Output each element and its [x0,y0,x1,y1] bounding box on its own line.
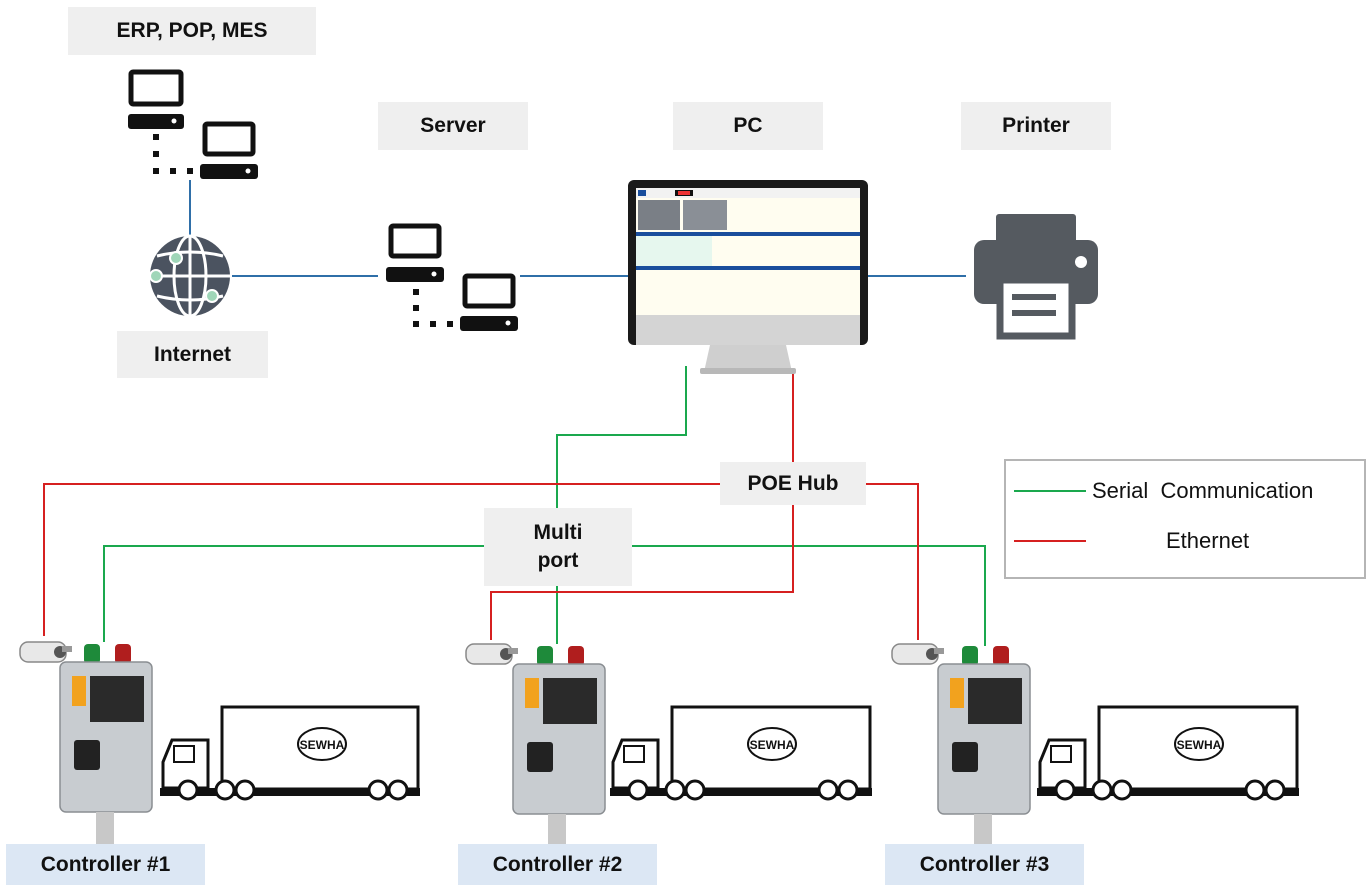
controller-2-label: Controller #2 [458,844,657,885]
multiport-label: Multi port [484,508,632,586]
poehub-to-camera1-ethernet-line [43,483,720,636]
internet-label: Internet [117,331,268,378]
truck-icon-1 [160,705,420,801]
poehub-to-camera2-ethernet-line [490,505,794,640]
poe-hub-label: POE Hub [720,462,866,505]
erp-label: ERP, POP, MES [68,7,316,55]
controller-station-3 [891,643,1031,872]
legend-ethernet-swatch [1014,540,1086,542]
controller-1-label: Controller #1 [6,844,205,885]
truck-icon-2 [610,705,872,801]
truck-icon-3 [1037,705,1299,801]
legend-ethernet: Ethernet [1006,524,1364,558]
camera-icon [891,643,944,665]
truck-logo-1: SEWHA [300,738,345,752]
legend-ethernet-label: Ethernet [1166,528,1250,553]
legend-serial: Serial Communication [1006,474,1364,508]
pc-to-multiport-serial-line [556,366,687,538]
legend: Serial Communication Ethernet [1004,459,1366,579]
pc-label: PC [673,102,823,150]
controller-station-2 [465,643,606,872]
server-computer-icon [386,223,518,331]
controller-station-1 [19,641,153,872]
camera-icon [465,643,518,665]
pc-monitor-icon [628,180,868,374]
truck-logo-2: SEWHA [750,738,795,752]
truck-logo-3: SEWHA [1177,738,1222,752]
globe-icon [149,234,230,318]
multiport-to-controller3-serial-line [632,545,986,646]
printer-label: Printer [961,102,1111,150]
legend-serial-label: Serial Communication [1092,478,1314,503]
poehub-to-camera3-ethernet-line [866,483,919,640]
server-label: Server [378,102,528,150]
camera-icon [19,641,72,663]
multiport-to-controller1-serial-line [103,545,484,642]
printer-icon [974,214,1098,340]
controller-3-label: Controller #3 [885,844,1084,885]
erp-computer-icon [128,69,258,179]
legend-serial-swatch [1014,490,1086,492]
